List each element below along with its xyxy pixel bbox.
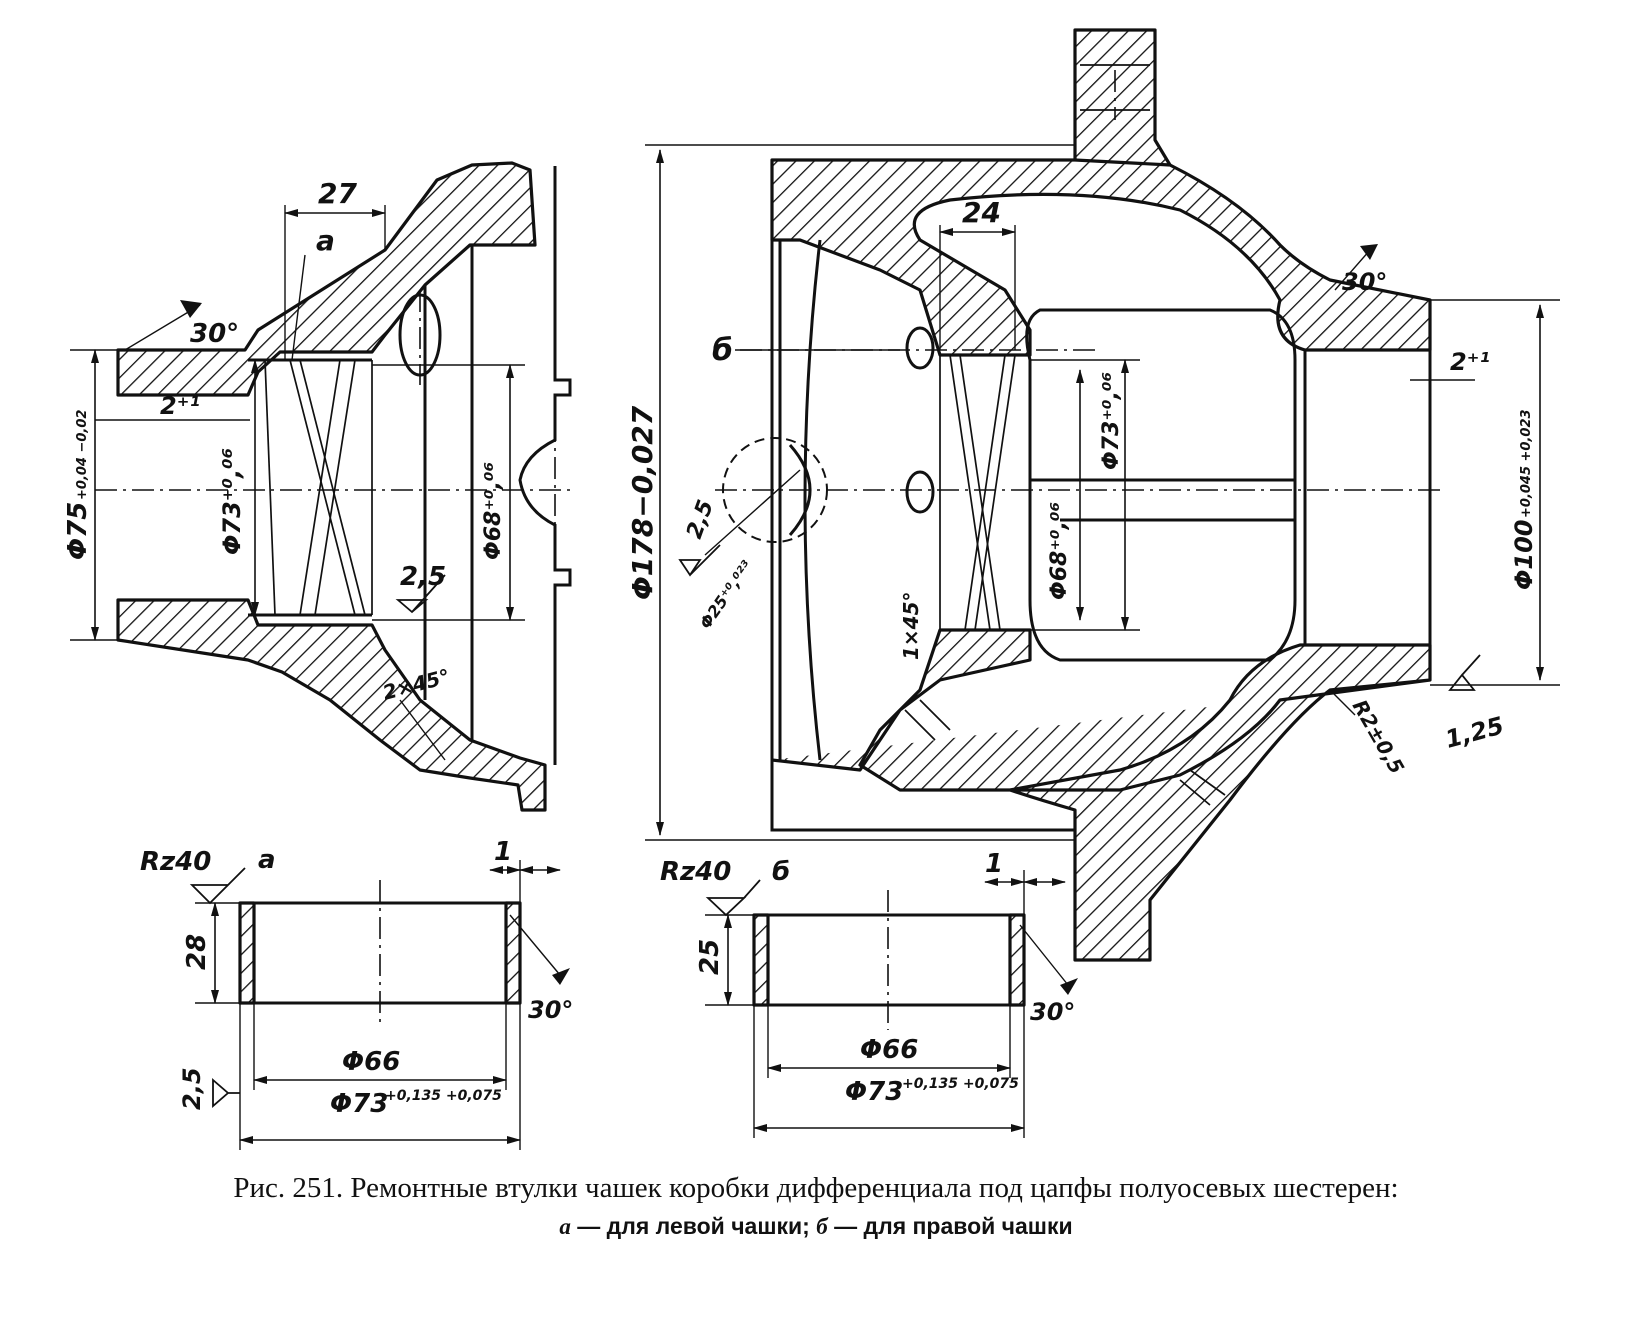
left-dim-phi68: Φ68⁺⁰,⁰⁶ bbox=[481, 462, 506, 560]
right-rough-1-25: 1,25 bbox=[1442, 711, 1506, 753]
legend-a-text: — для левой чашки; bbox=[570, 1213, 817, 1239]
left-angle-30: 30° bbox=[190, 319, 239, 349]
bush-a-dim-1: 1 bbox=[494, 837, 512, 867]
bush-a-angle: 30° bbox=[528, 996, 573, 1024]
right-cup-pin-hole-mid bbox=[905, 470, 935, 514]
left-cup-flange-outline bbox=[518, 166, 572, 765]
right-mark-b: б bbox=[712, 333, 733, 368]
right-cup-inner-window bbox=[1025, 308, 1297, 662]
right-dim-phi100-tol: +0,045 +0,023 bbox=[1519, 409, 1534, 518]
bush-a-mark: а bbox=[258, 845, 276, 875]
right-dim-phi100: Φ100 bbox=[1510, 520, 1538, 591]
left-dim-2-1: 2⁺¹ bbox=[160, 392, 200, 420]
left-dim-phi75: Φ75 bbox=[63, 502, 93, 560]
bush-b-right-wall bbox=[1008, 913, 1026, 1007]
bush-b-outer-tol: +0,135 +0,075 bbox=[902, 1076, 1019, 1092]
right-cup-inner-window-2 bbox=[1030, 478, 1295, 522]
bush-a-roughness: Rz40 bbox=[140, 847, 211, 877]
bush-a-drawing: Rz40 а 1 28 30° Φ66 Φ73 +0,135 +0,075 2,… bbox=[140, 837, 573, 1150]
bush-b-outer-dia: Φ73 bbox=[845, 1077, 903, 1107]
bush-b-roughness: Rz40 bbox=[660, 857, 731, 887]
left-dim-phi75-tol: +0,04 −0,02 bbox=[75, 410, 90, 500]
left-rough-2-5: 2,5 bbox=[400, 562, 446, 592]
right-cup-pin-hole-top bbox=[905, 326, 935, 370]
left-cup-section: 27 а 30° 2⁺¹ Φ75 +0,04 −0,02 Φ73⁺⁰,⁰⁶ Φ6… bbox=[63, 161, 575, 812]
legend-b-key: б bbox=[816, 1214, 828, 1239]
left-dim-phi73: Φ73⁺⁰,⁰⁶ bbox=[218, 448, 246, 555]
right-chamfer-1x45: 1×45° bbox=[899, 591, 923, 660]
figure-caption: Рис. 251. Ремонтные втулки чашек коробки… bbox=[233, 1172, 1399, 1204]
left-cup-bush-inside bbox=[264, 359, 373, 616]
bush-b-drawing: Rz40 б 1 25 30° Φ66 Φ73 +0,135 +0,075 bbox=[660, 849, 1078, 1138]
bush-a-outer-tol: +0,135 +0,075 bbox=[385, 1088, 502, 1104]
bush-b-dim-1: 1 bbox=[985, 849, 1003, 879]
right-cup-upper-shell bbox=[770, 158, 1432, 357]
bush-a-left-wall bbox=[238, 901, 256, 1005]
right-cup-lower-shell bbox=[771, 628, 1432, 962]
right-cup-bush-inside bbox=[939, 354, 1016, 631]
right-rough-2-5: 2,5 bbox=[682, 497, 719, 542]
right-dim-24: 24 bbox=[962, 196, 1001, 229]
right-angle-30: 30° bbox=[1342, 268, 1387, 296]
left-dim-27: 27 bbox=[318, 177, 357, 210]
right-dim-2-1: 2⁺¹ bbox=[1450, 348, 1490, 376]
right-dim-phi68: Φ68⁺⁰,⁰⁶ bbox=[1047, 502, 1072, 600]
right-dim-phi73: Φ73⁺⁰,⁰⁶ bbox=[1099, 372, 1124, 470]
legend-b-text: — для правой чашки bbox=[827, 1213, 1073, 1239]
right-dim-phi178: Φ178−0,027 bbox=[626, 405, 659, 600]
legend-a-key: а bbox=[559, 1214, 571, 1239]
right-cup-flange-outline bbox=[770, 160, 1075, 832]
bush-b-left-wall bbox=[752, 913, 770, 1007]
bush-a-outer-dia: Φ73 bbox=[330, 1089, 388, 1119]
figure-legend: а — для левой чашки; б — для правой чашк… bbox=[0, 1213, 1632, 1240]
right-radius: R2±0,5 bbox=[1348, 696, 1410, 779]
right-dim-phi25: Φ25⁺⁰,⁰²³ bbox=[696, 557, 757, 632]
left-mark-a: а bbox=[316, 224, 335, 257]
bush-a-rough-2-5: 2,5 bbox=[178, 1067, 206, 1110]
bush-b-angle: 30° bbox=[1030, 998, 1075, 1026]
bush-a-height: 28 bbox=[182, 934, 212, 970]
bush-b-height: 25 bbox=[695, 939, 725, 975]
left-cup-lower-wall bbox=[116, 598, 547, 812]
bush-b-inner-dia: Φ66 bbox=[860, 1035, 918, 1065]
right-cup-section: Φ178−0,027 б 24 30° 2⁺¹ Φ100 +0,045 +0,0… bbox=[626, 28, 1560, 962]
bush-a-inner-dia: Φ66 bbox=[342, 1047, 400, 1077]
right-cup-top-lug bbox=[1073, 28, 1172, 167]
bush-b-mark: б bbox=[772, 857, 790, 887]
